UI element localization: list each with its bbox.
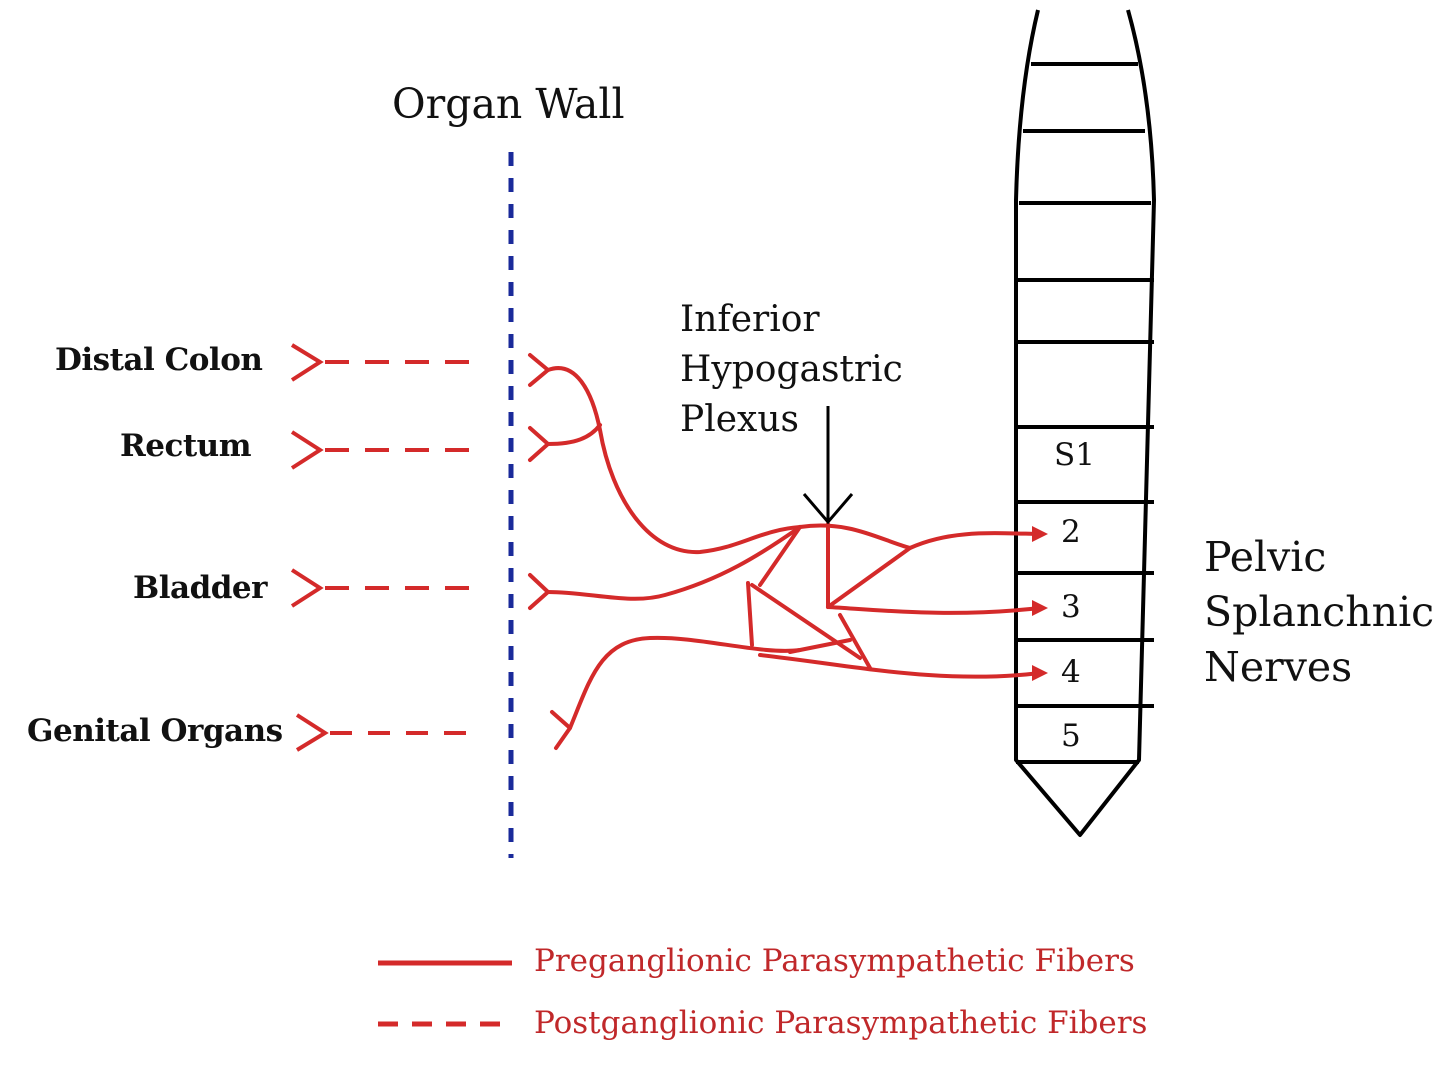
fiber-to-s3: [826, 605, 1042, 615]
fiber-bladder: [546, 525, 802, 601]
fiber-rectum: [546, 423, 602, 446]
organ-label-rectum: Rectum: [120, 428, 252, 464]
fiber-distal-colon: [546, 366, 802, 555]
plexus-label: Inferior Hypogastric Plexus: [680, 295, 903, 445]
spinal-cord: [1014, 9, 1156, 837]
chevron-distal-colon-wall: [528, 353, 550, 387]
organ-label-bladder: Bladder: [133, 570, 267, 606]
arrowhead-s3: [1032, 600, 1048, 616]
chevron-bladder-wall: [528, 573, 550, 610]
organ-wall-label: Organ Wall: [392, 80, 625, 128]
segment-label-5: 5: [1061, 718, 1081, 754]
postganglionic-fibers: [290, 343, 478, 752]
legend-postganglionic: Postganglionic Parasympathetic Fibers: [534, 1005, 1148, 1041]
plexus-label-line: Hypogastric: [680, 349, 903, 390]
fiber-arrowheads: [1032, 526, 1048, 681]
nerves-label-line: Splanchnic: [1204, 588, 1435, 636]
plexus-cross-5: [826, 546, 912, 609]
chevron-distal-colon: [290, 343, 324, 382]
plexus-label-line: Inferior: [680, 299, 820, 340]
fiber-genital: [568, 635, 802, 730]
chevron-genital-organs: [295, 713, 329, 752]
plexus-cross-3: [746, 581, 754, 647]
segment-label-4: 4: [1061, 654, 1081, 690]
preganglionic-fibers: [528, 353, 1042, 750]
segment-label-s1: S1: [1054, 437, 1095, 473]
chevron-rectum: [290, 430, 324, 470]
nerves-label-line: Pelvic: [1204, 533, 1327, 581]
pelvic-splanchnic-nerves-label: Pelvic Splanchnic Nerves: [1204, 530, 1434, 695]
organ-label-distal-colon: Distal Colon: [55, 342, 263, 378]
nerves-label-line: Nerves: [1204, 643, 1353, 691]
plexus-cross-2: [758, 525, 802, 587]
legend-preganglionic: Preganglionic Parasympathetic Fibers: [534, 943, 1135, 979]
arrowhead-s2: [1032, 526, 1048, 542]
plexus-cross-7: [788, 638, 852, 654]
chevron-genital-wall: [550, 710, 572, 750]
arrowhead-s4: [1032, 665, 1048, 681]
plexus-pointer-arrow: [802, 406, 854, 525]
chevron-bladder: [290, 568, 324, 608]
chevron-rectum-wall: [528, 426, 550, 462]
segment-label-2: 2: [1061, 514, 1081, 550]
fiber-to-s2: [798, 523, 1042, 550]
plexus-label-line: Plexus: [680, 399, 800, 440]
plexus-cross-4: [750, 583, 862, 660]
plexus-cross-6: [838, 613, 872, 670]
organ-label-genital-organs: Genital Organs: [27, 713, 283, 749]
segment-label-3: 3: [1061, 589, 1081, 625]
spinal-cord-outline: [1014, 9, 1156, 837]
fiber-to-s4: [758, 653, 1042, 679]
